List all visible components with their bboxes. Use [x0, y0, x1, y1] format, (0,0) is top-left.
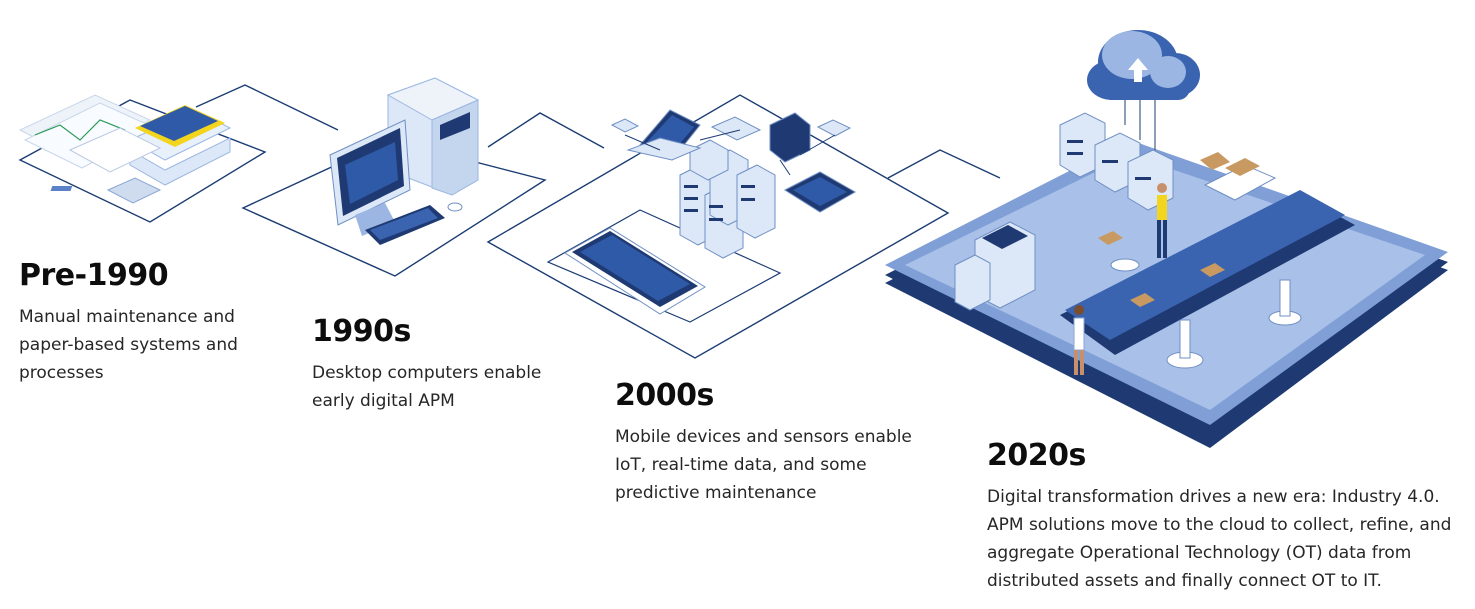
- mobile-servers-network-icon: [486, 94, 950, 359]
- era-year: 2020s: [987, 438, 1086, 473]
- era-year: 1990s: [312, 314, 411, 349]
- era-description: Manual maintenance and paper-based syste…: [19, 307, 238, 383]
- era-2020s: 2020s Digital transformation drives a ne…: [987, 438, 1467, 595]
- era-description: Desktop computers enable early digital A…: [312, 363, 542, 411]
- era-pre-1990: Pre-1990 Manual maintenance and paper-ba…: [19, 258, 279, 387]
- era-year: Pre-1990: [19, 258, 169, 293]
- smart-factory-cloud-icon: [885, 30, 1448, 448]
- era-1990s: 1990s Desktop computers enable early dig…: [312, 314, 572, 415]
- paper-documents-icon: [18, 94, 267, 223]
- era-description: Mobile devices and sensors enable IoT, r…: [615, 427, 912, 503]
- era-2000s: 2000s Mobile devices and sensors enable …: [615, 378, 935, 507]
- era-year: 2000s: [615, 378, 714, 413]
- era-description: Digital transformation drives a new era:…: [987, 487, 1452, 591]
- timeline-connector: [195, 84, 1001, 179]
- desktop-computer-icon: [241, 77, 547, 277]
